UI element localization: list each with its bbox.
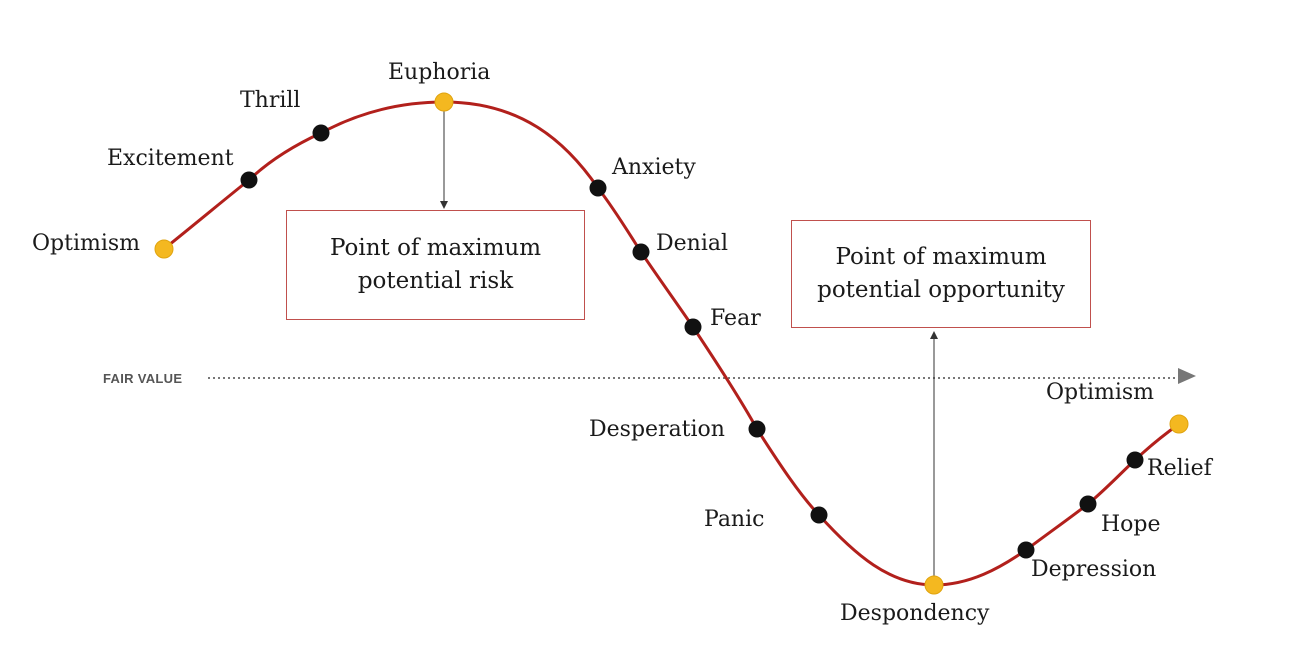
stage-label-thrill: Thrill [240, 88, 301, 113]
fair-value-arrowhead [1178, 368, 1196, 384]
stage-marker-hope-11 [1079, 495, 1097, 513]
stage-marker-euphoria-3 [434, 92, 454, 112]
stage-marker-relief-12 [1126, 451, 1144, 469]
stage-marker-despondency-9 [924, 575, 944, 595]
stage-marker-optimism-13 [1169, 414, 1189, 434]
stage-label-anxiety: Anxiety [612, 155, 696, 180]
stage-marker-anxiety-4 [589, 179, 607, 197]
stage-label-denial: Denial [656, 231, 729, 256]
stage-label-desperation: Desperation [589, 417, 725, 442]
stage-markers [154, 92, 1189, 595]
stage-marker-optimism-0 [154, 239, 174, 259]
risk-callout-line-2: potential risk [357, 268, 514, 294]
stage-marker-denial-5 [632, 243, 650, 261]
stage-label-hope: Hope [1101, 512, 1161, 537]
stage-label-optimism-start: Optimism [32, 231, 141, 256]
stage-marker-thrill-2 [312, 124, 330, 142]
opportunity-callout-box: Point of maximum potential opportunity [791, 220, 1091, 328]
risk-callout-line-1: Point of maximum [329, 234, 542, 261]
stage-label-excitement: Excitement [107, 146, 234, 171]
stage-label-depression: Depression [1031, 557, 1157, 582]
stage-marker-desperation-7 [748, 420, 766, 438]
stage-label-relief: Relief [1147, 456, 1212, 481]
stage-label-panic: Panic [704, 507, 765, 532]
market-cycle-curve [163, 100, 1180, 587]
opportunity-callout-line-2: potential opportunity [817, 277, 1065, 303]
stage-label-despondency: Despondency [840, 601, 990, 626]
risk-callout-box: Point of maximum potential risk [286, 210, 585, 320]
fair-value-label: FAIR VALUE [103, 371, 183, 386]
stage-label-fear: Fear [710, 306, 761, 331]
stage-marker-fear-6 [684, 318, 702, 336]
stage-marker-panic-8 [810, 506, 828, 524]
stage-marker-excitement-1 [240, 171, 258, 189]
stage-marker-depression-10 [1017, 541, 1035, 559]
stage-label-optimism-end: Optimism [1046, 380, 1155, 405]
opportunity-callout-line-1: Point of maximum [835, 243, 1047, 270]
stage-label-euphoria: Euphoria [388, 60, 491, 85]
